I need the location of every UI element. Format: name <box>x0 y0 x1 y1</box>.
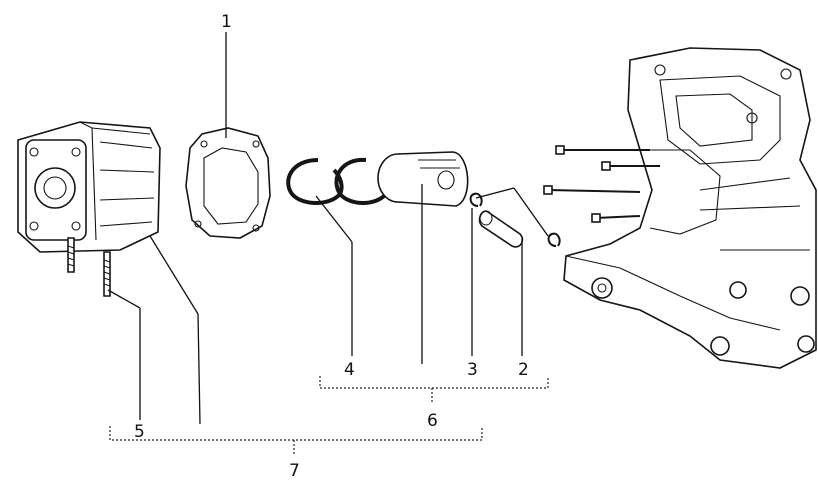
piston-pin-part <box>478 210 524 248</box>
callout-1: 1 <box>221 12 232 32</box>
bracket-group-7 <box>109 426 483 456</box>
bracket-group-6 <box>319 376 549 404</box>
callout-5: 5 <box>134 422 145 442</box>
callout-4: 4 <box>344 360 355 380</box>
long-bolt-part <box>543 145 660 223</box>
crankcase-part <box>563 47 817 369</box>
piston-part <box>377 151 469 207</box>
callout-2: 2 <box>518 360 529 380</box>
callout-6: 6 <box>427 411 438 431</box>
cylinder-part <box>17 121 161 253</box>
callout-7: 7 <box>289 461 300 481</box>
gasket-part <box>185 127 271 239</box>
leader-lines <box>107 32 549 425</box>
stud-part <box>67 237 111 297</box>
piston-ring-part <box>286 157 390 205</box>
callout-3: 3 <box>467 360 478 380</box>
circlip-part <box>469 192 561 247</box>
